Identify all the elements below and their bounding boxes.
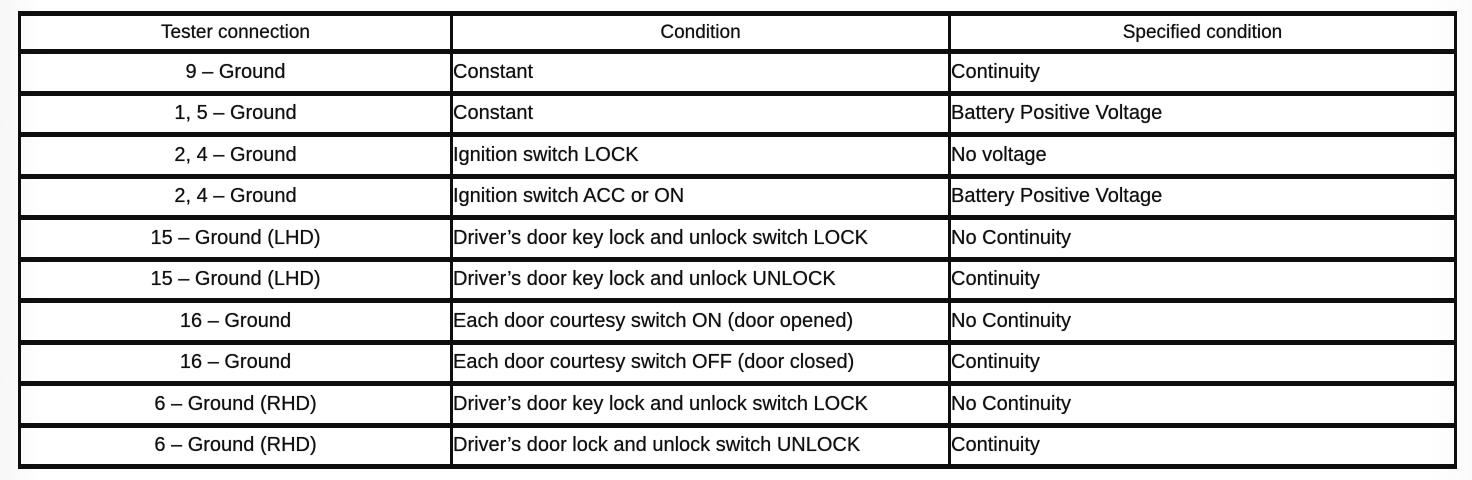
cell-specified-condition: No voltage: [948, 132, 1457, 179]
cell-condition: Each door courtesy switch ON (door opene…: [450, 298, 951, 345]
table-row: 15 – Ground (LHD) Driver’s door key lock…: [18, 215, 1457, 262]
cell-condition: Driver’s door key lock and unlock switch…: [450, 381, 951, 428]
cell-condition: Ignition switch LOCK: [450, 132, 951, 179]
cell-tester-connection: 15 – Ground (LHD): [18, 256, 453, 303]
tester-connection-table: Tester connection Condition Specified co…: [18, 11, 1457, 469]
cell-condition: Driver’s door lock and unlock switch UNL…: [450, 422, 951, 469]
table-row: 9 – Ground Constant Continuity: [18, 49, 1457, 96]
table-row: 6 – Ground (RHD) Driver’s door key lock …: [18, 381, 1457, 428]
table-row: 1, 5 – Ground Constant Battery Positive …: [18, 90, 1457, 137]
cell-tester-connection: 15 – Ground (LHD): [18, 215, 453, 262]
cell-tester-connection: 2, 4 – Ground: [18, 132, 453, 179]
header-row: Tester connection Condition Specified co…: [18, 11, 1457, 54]
cell-specified-condition: No Continuity: [948, 298, 1457, 345]
cell-tester-connection: 16 – Ground: [18, 298, 453, 345]
cell-tester-connection: 6 – Ground (RHD): [18, 422, 453, 469]
cell-specified-condition: Continuity: [948, 339, 1457, 386]
cell-specified-condition: No Continuity: [948, 381, 1457, 428]
cell-condition: Constant: [450, 49, 951, 96]
cell-tester-connection: 16 – Ground: [18, 339, 453, 386]
table-row: 2, 4 – Ground Ignition switch ACC or ON …: [18, 173, 1457, 220]
cell-tester-connection: 2, 4 – Ground: [18, 173, 453, 220]
column-header-condition: Condition: [450, 11, 951, 54]
cell-tester-connection: 1, 5 – Ground: [18, 90, 453, 137]
column-header-specified-condition: Specified condition: [948, 11, 1457, 54]
cell-condition: Driver’s door key lock and unlock switch…: [450, 215, 951, 262]
cell-condition: Ignition switch ACC or ON: [450, 173, 951, 220]
table-row: 6 – Ground (RHD) Driver’s door lock and …: [18, 422, 1457, 469]
table-row: 2, 4 – Ground Ignition switch LOCK No vo…: [18, 132, 1457, 179]
cell-specified-condition: No Continuity: [948, 215, 1457, 262]
cell-specified-condition: Battery Positive Voltage: [948, 173, 1457, 220]
cell-condition: Driver’s door key lock and unlock UNLOCK: [450, 256, 951, 303]
cell-specified-condition: Battery Positive Voltage: [948, 90, 1457, 137]
table-row: 15 – Ground (LHD) Driver’s door key lock…: [18, 256, 1457, 303]
table-row: 16 – Ground Each door courtesy switch OF…: [18, 339, 1457, 386]
cell-tester-connection: 6 – Ground (RHD): [18, 381, 453, 428]
cell-condition: Constant: [450, 90, 951, 137]
column-header-tester-connection: Tester connection: [18, 11, 453, 54]
cell-specified-condition: Continuity: [948, 49, 1457, 96]
cell-condition: Each door courtesy switch OFF (door clos…: [450, 339, 951, 386]
table-row: 16 – Ground Each door courtesy switch ON…: [18, 298, 1457, 345]
cell-specified-condition: Continuity: [948, 256, 1457, 303]
cell-specified-condition: Continuity: [948, 422, 1457, 469]
cell-tester-connection: 9 – Ground: [18, 49, 453, 96]
